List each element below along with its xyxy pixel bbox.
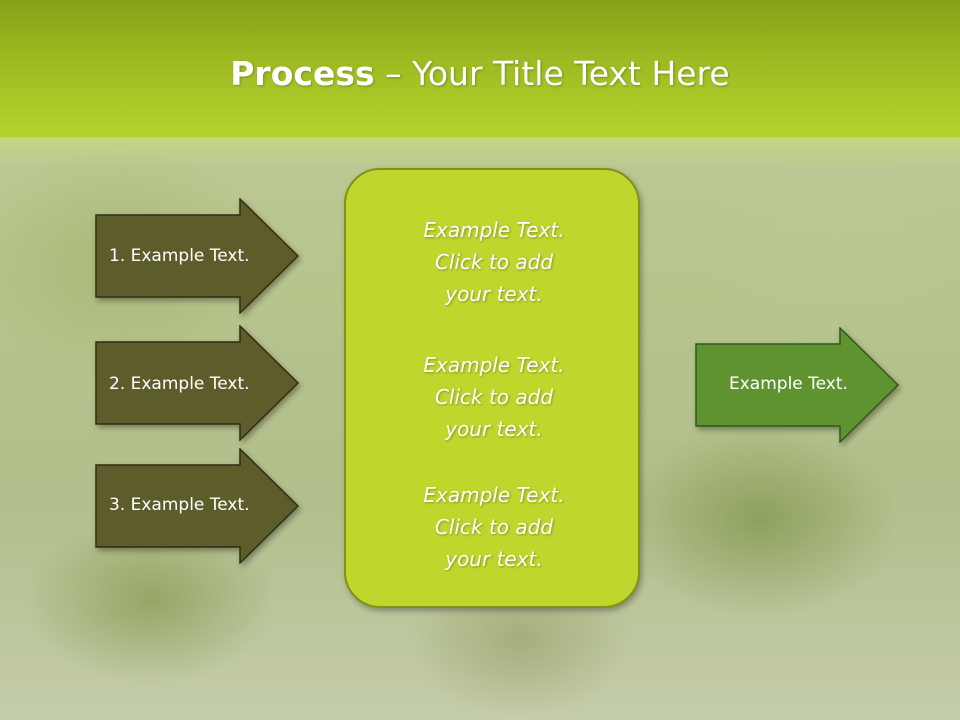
title-rest: – Your Title Text Here xyxy=(374,54,730,93)
center-text-line: Click to add xyxy=(434,250,554,274)
center-text-line: Click to add xyxy=(434,515,554,539)
step-label-1: 1. Example Text. xyxy=(109,246,250,266)
center-text-block-1: Example Text. Click to add your text. xyxy=(346,214,642,310)
center-text-line: Example Text. xyxy=(423,353,565,377)
step-label-2: 2. Example Text. xyxy=(109,374,250,394)
title-bold: Process xyxy=(230,54,375,93)
center-text-line: your text. xyxy=(445,547,543,571)
center-content-box[interactable]: Example Text. Click to add your text. Ex… xyxy=(344,168,640,608)
step-label-3: 3. Example Text. xyxy=(109,495,250,515)
step-arrow-1[interactable] xyxy=(95,198,300,314)
step-arrow-2[interactable] xyxy=(95,325,300,441)
background-highlight-strip xyxy=(0,137,960,167)
center-text-line: Example Text. xyxy=(423,218,565,242)
center-text-block-3: Example Text. Click to add your text. xyxy=(346,479,642,575)
center-text-block-2: Example Text. Click to add your text. xyxy=(346,349,642,445)
center-text-line: Click to add xyxy=(434,385,554,409)
center-text-line: Example Text. xyxy=(423,483,565,507)
center-text-line: your text. xyxy=(445,282,543,306)
title-bar: Process – Your Title Text Here xyxy=(0,0,960,137)
output-label: Example Text. xyxy=(729,374,848,394)
center-text-line: your text. xyxy=(445,417,543,441)
step-arrow-3[interactable] xyxy=(95,448,300,564)
output-arrow[interactable] xyxy=(695,327,900,443)
slide-title[interactable]: Process – Your Title Text Here xyxy=(0,52,960,96)
